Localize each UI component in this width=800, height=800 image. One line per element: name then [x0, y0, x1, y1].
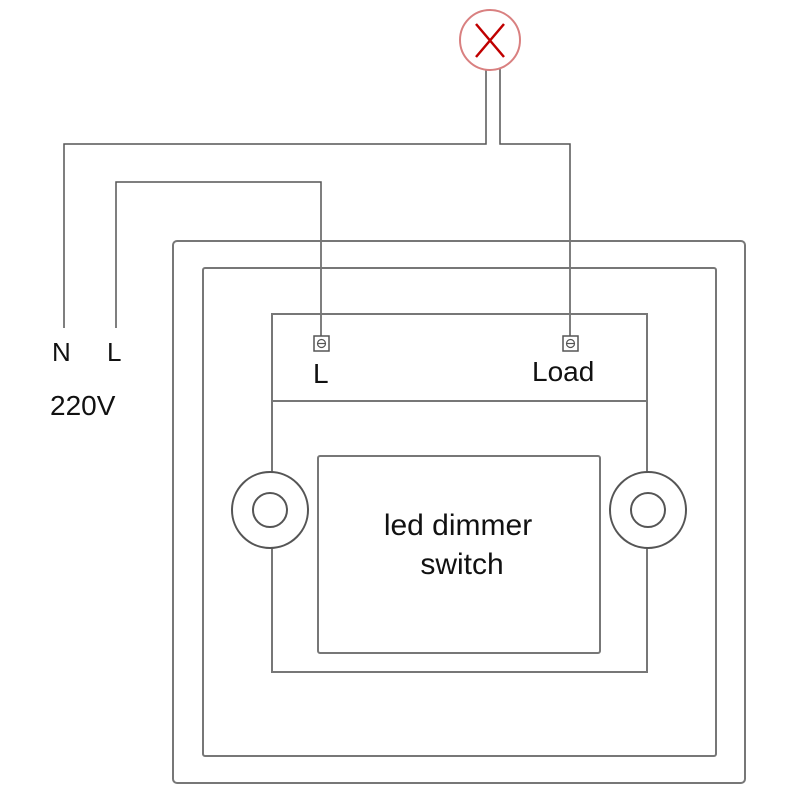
terminal-load-label: Load: [532, 356, 594, 387]
switch-inner-frame: [202, 267, 717, 757]
supply-neutral-label: N: [52, 337, 71, 367]
wires: [63, 68, 571, 336]
mounting-hole-icon: [609, 471, 687, 549]
lamp-cross-icon: [459, 9, 521, 71]
live-wire: [115, 181, 322, 336]
switch-outer-frame: [172, 240, 746, 784]
device-name-line1: led dimmer: [384, 509, 532, 542]
supply-live-label: L: [107, 337, 121, 367]
screw-terminal-icon: [313, 335, 330, 352]
neutral-wire: [63, 68, 487, 328]
supply-voltage-label: 220V: [50, 390, 116, 421]
mounting-hole-icon: [231, 471, 309, 549]
device-label-panel: [317, 455, 601, 654]
device-name-line2: switch: [420, 548, 503, 581]
load-wire: [499, 68, 571, 336]
screw-terminal-icon: [562, 335, 579, 352]
terminal-live-label: L: [313, 358, 329, 389]
